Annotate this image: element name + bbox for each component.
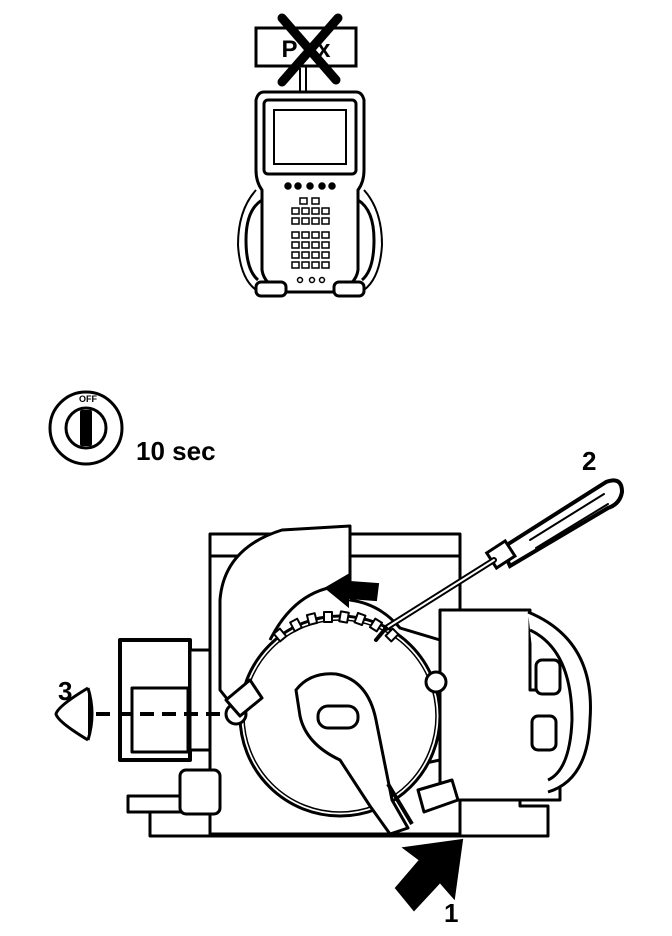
cross-out-icon: [277, 13, 343, 87]
scan-tool-illustration: P xx: [236, 13, 384, 298]
callout-2: 2: [582, 446, 596, 476]
scan-tool-screen: [273, 109, 347, 165]
callout-1: 1: [444, 898, 458, 928]
scan-tool-keypad: [284, 182, 336, 284]
rotation-arrow-icon: [324, 572, 380, 609]
ignition-switch-icon: OFF: [48, 390, 124, 466]
gear-teeth: [272, 610, 400, 643]
throttle-body-assembly: [118, 524, 592, 838]
ignition-duration-label: 10 sec: [136, 436, 216, 466]
screwdriver-icon: [374, 478, 625, 642]
lever-slot: [316, 704, 360, 730]
callout-3: 3: [58, 676, 72, 706]
push-arrow-icon: [394, 838, 464, 912]
ignition-off-text: OFF: [79, 394, 97, 404]
eye-icon: [54, 686, 94, 742]
